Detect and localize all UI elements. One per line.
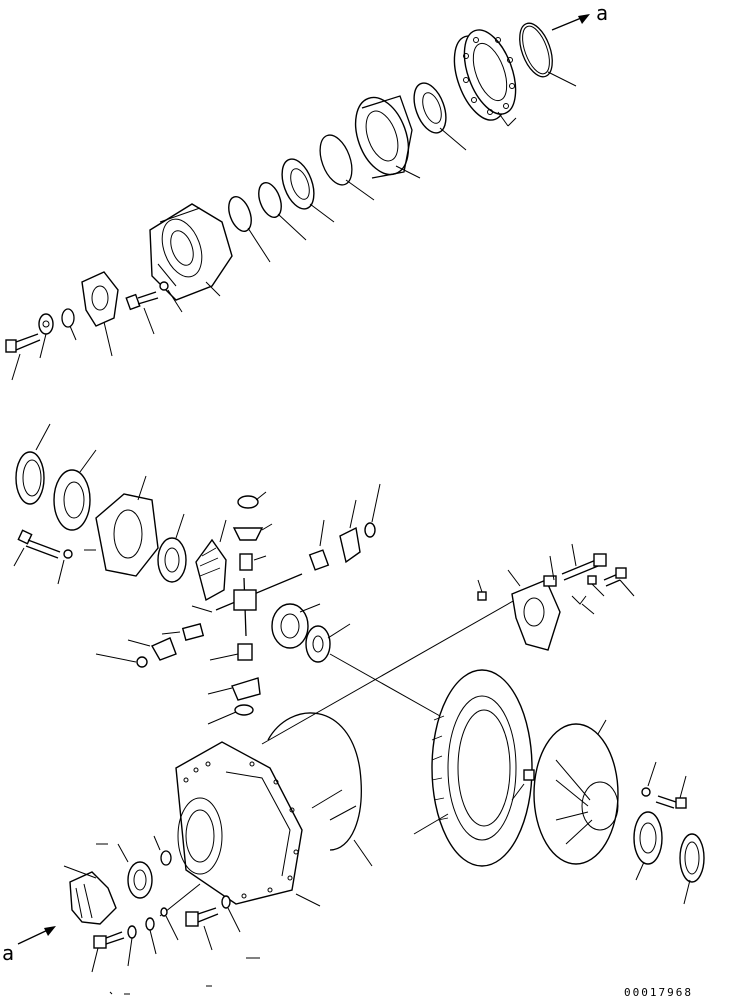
arrow-a-top: a: [551, 1, 608, 31]
bearing-cap: [507, 569, 561, 651]
bolt-diff-left: [13, 529, 96, 585]
bearing-top-middle: [281, 158, 335, 223]
o-ring-top: [319, 134, 375, 201]
thrust-washer-left: [157, 513, 187, 583]
bearing-cup-left: [15, 423, 51, 505]
pinion-gear-right: [308, 483, 381, 571]
arrow-label-bottom: a: [2, 941, 14, 965]
bearing-cage: [354, 95, 421, 179]
axle-housing: [175, 741, 357, 907]
pinion-housing: [149, 203, 233, 301]
differential-case-right: [511, 719, 619, 865]
pinion-shaft: [63, 865, 117, 925]
drawing-code: 00017968: [624, 986, 693, 999]
washer-left: [38, 313, 54, 359]
spacer-rings: [228, 182, 307, 263]
side-gear-left: [195, 519, 227, 602]
bottom-small-parts: [91, 883, 260, 995]
differential-case-left: [95, 475, 159, 577]
snap-ring-top: [519, 22, 577, 87]
coupling-yoke: [81, 271, 119, 357]
cap-pins-bolts: [477, 543, 635, 615]
pinion-gear-lower: [95, 623, 261, 725]
thrust-washer-right: [305, 623, 351, 663]
side-gear-right: [271, 603, 321, 649]
leader-lines-long: [261, 595, 523, 745]
shim-plates: [453, 29, 517, 127]
bearing-right-bottom: [633, 811, 663, 881]
bearing-cup-right: [679, 833, 705, 905]
bolt-top: [125, 291, 159, 335]
washer-top: [159, 281, 183, 313]
bearing-cone-left: [53, 449, 97, 531]
arrow-a-bottom: a: [2, 926, 56, 965]
ring-gear: [413, 669, 533, 867]
bearing-top-right: [413, 82, 467, 151]
bolt-left: [5, 333, 41, 381]
arrow-label-top: a: [596, 1, 608, 25]
pinion-gear-upper: [232, 491, 273, 571]
pinion-bearing: [96, 835, 172, 899]
bolt-case-right: [641, 761, 687, 809]
large-o-ring: [267, 712, 373, 867]
spider-cross: [191, 573, 303, 637]
o-ring-small: [61, 308, 77, 341]
